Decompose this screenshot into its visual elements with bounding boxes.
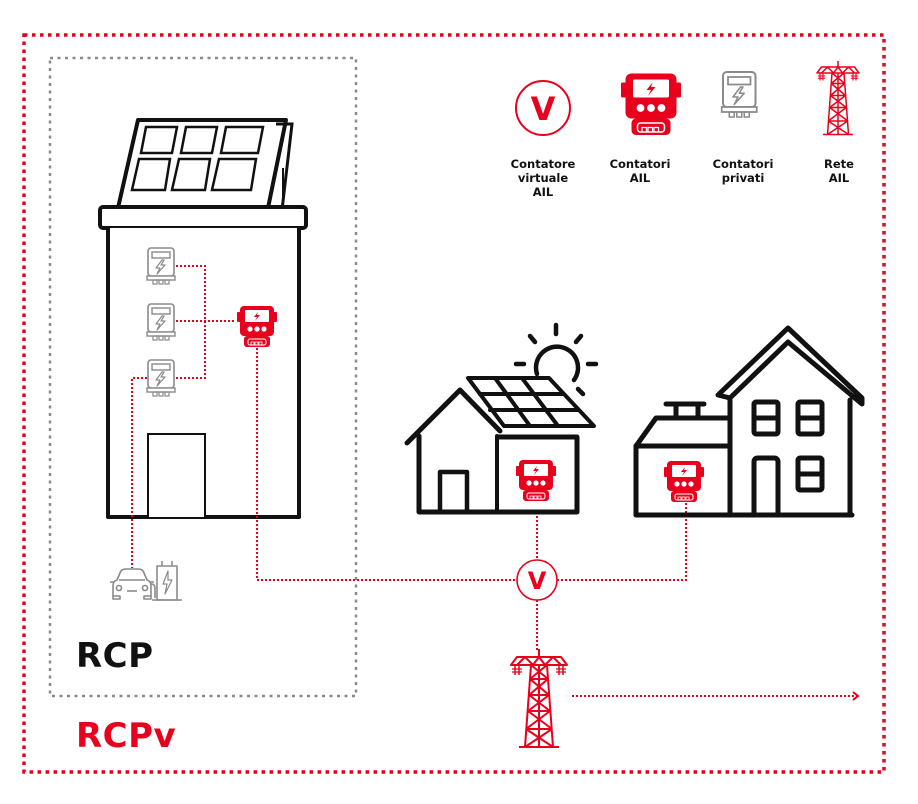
virtual-meter-node: V bbox=[516, 559, 558, 601]
rcp-label: RCP bbox=[76, 636, 154, 676]
legend-label-virtual-meter: Contatore virtuale AIL bbox=[510, 157, 576, 199]
solar-house bbox=[404, 322, 599, 515]
rooftop-solar-panel bbox=[116, 118, 294, 211]
legend-label-ail-meters: Contatori AIL bbox=[609, 157, 671, 185]
legend-private-meter-icon bbox=[720, 71, 758, 118]
legend-label-private-meters: Contatori privati bbox=[712, 157, 774, 185]
building-door bbox=[147, 433, 206, 519]
rcpv-boundary bbox=[22, 33, 886, 774]
ev-charger-icon bbox=[110, 561, 182, 601]
rcp-boundary bbox=[48, 56, 358, 698]
solar-house-ail-meter bbox=[515, 459, 557, 502]
svg-text:V: V bbox=[531, 90, 556, 128]
legend-label-grid: Rete AIL bbox=[824, 157, 854, 185]
legend-pylon-icon bbox=[816, 60, 860, 136]
family-house-ail-meter bbox=[663, 460, 705, 503]
sun-icon bbox=[513, 322, 599, 397]
private-meter-2 bbox=[146, 303, 176, 341]
house-solar-panel bbox=[466, 376, 596, 428]
rcpv-label: RCPv bbox=[76, 716, 177, 756]
family-house bbox=[633, 325, 865, 518]
grid-pylon-icon bbox=[510, 648, 568, 748]
virtual-meter-glyph: V bbox=[528, 567, 547, 595]
apartment-building bbox=[98, 118, 308, 519]
private-meter-3 bbox=[146, 359, 176, 397]
private-meter-1 bbox=[146, 247, 176, 285]
legend-ail-meter-icon bbox=[620, 72, 682, 136]
legend-virtual-meter-icon: V bbox=[515, 80, 571, 136]
connection-lines bbox=[131, 265, 860, 701]
